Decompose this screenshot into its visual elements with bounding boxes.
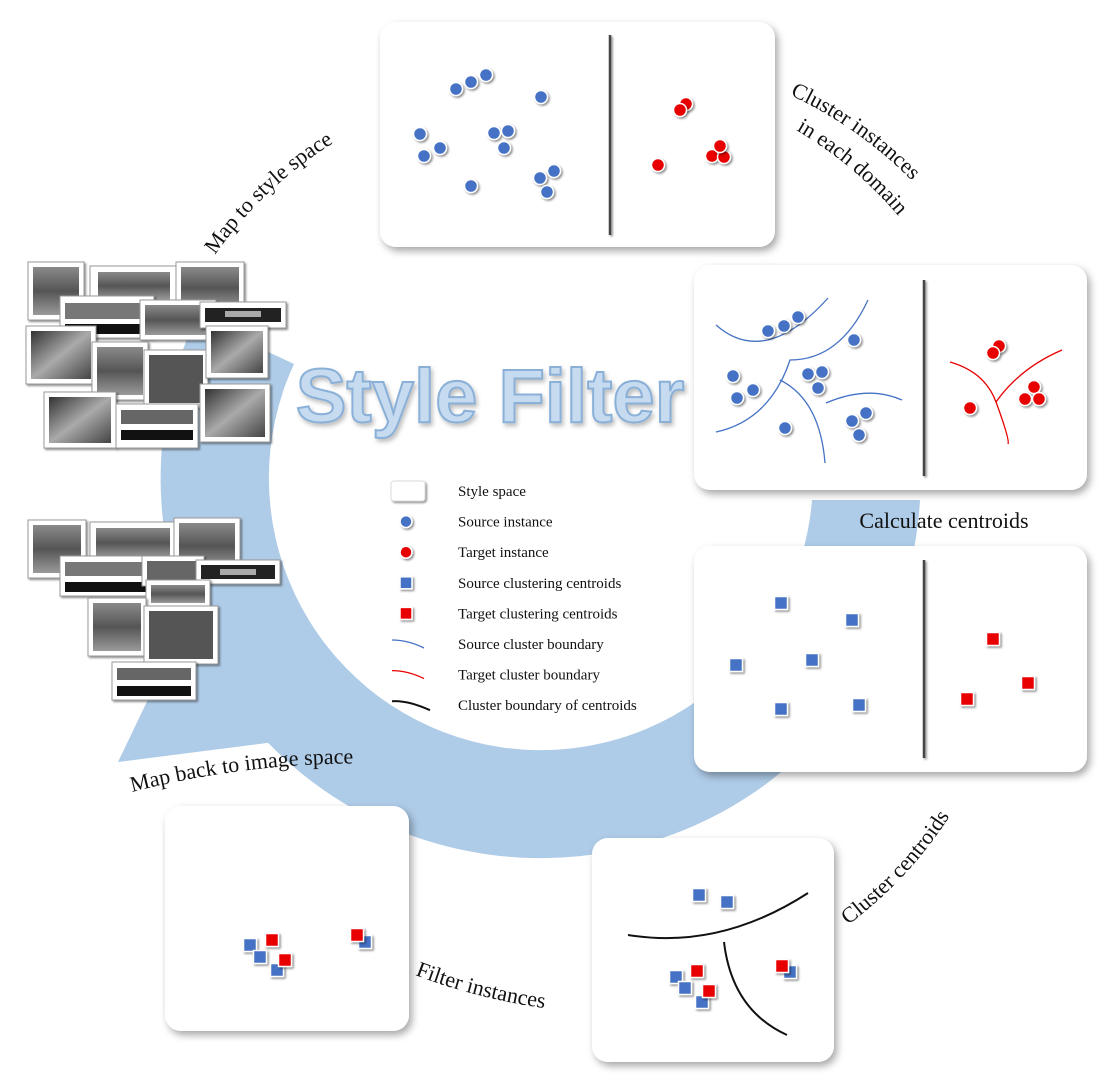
legend-label-source-boundary: Source cluster boundary [458,637,604,653]
target-instance-marker [985,345,1001,361]
source-cluster-boundary [779,379,826,464]
step-label-map-to-style: Map to style space [199,126,337,258]
target-centroid-marker [689,963,705,979]
source-centroid-marker [804,652,820,668]
target-cluster-boundary [995,349,1063,403]
legend-label-target-boundary: Target cluster boundary [458,668,600,684]
legend-label-target-centroid: Target clustering centroids [458,606,618,622]
target-centroid-marker [701,983,717,999]
image-cluster-input [25,261,287,449]
source-cluster-boundary [715,297,829,343]
source-instance-marker [416,148,432,164]
source-instance-marker [729,390,745,406]
source-centroid-marker [668,969,684,985]
source-instance-marker [486,125,502,141]
legend-swatch-source-centroid [399,576,413,590]
panel-cluster-boundaries [694,265,1087,490]
source-centroid-marker [773,701,789,717]
centroid-cluster-boundary [627,892,809,940]
source-instance-marker [790,309,806,325]
source-instance-marker [412,126,428,142]
legend-swatch-target-boundary [391,669,425,680]
target-centroid-marker [959,691,975,707]
legend-label-target-instance: Target instance [458,545,549,561]
target-centroid-marker [1020,675,1036,691]
source-centroid-marker [691,887,707,903]
legend-swatch-style-space [390,480,426,502]
target-instance-marker [672,102,688,118]
source-centroid-marker [773,595,789,611]
image-cluster-output [27,517,281,701]
source-instance-marker [546,163,562,179]
source-centroid-marker [728,657,744,673]
source-instance-marker [478,67,494,83]
legend-swatch-source-instance [399,514,413,529]
legend-label-style-space: Style space [458,484,526,500]
source-instance-marker [463,178,479,194]
target-instance-marker [1026,379,1042,395]
target-centroid-marker [277,952,293,968]
source-cluster-boundary [715,299,869,433]
source-instance-marker [846,332,862,348]
target-centroid-marker [774,958,790,974]
target-instance-marker [650,157,666,173]
source-instance-marker [745,382,761,398]
source-instance-marker [496,140,512,156]
source-instance-marker [777,420,793,436]
legend-label-source-instance: Source instance [458,515,553,531]
source-instance-marker [800,366,816,382]
source-instance-marker [858,405,874,421]
source-instance-marker [814,364,830,380]
source-instance-marker [432,140,448,156]
target-centroid-marker [985,631,1001,647]
source-instance-marker [500,123,516,139]
source-instance-marker [533,89,549,105]
target-instance-marker [1031,391,1047,407]
legend-swatch-source-boundary [391,639,425,649]
panel-filtered [165,806,409,1031]
source-instance-marker [776,318,792,334]
step-label-cluster-centroids: Cluster centroids [836,805,954,929]
panel-centroids [694,546,1087,772]
source-instance-marker [539,184,555,200]
source-instance-marker [725,368,741,384]
legend-swatch-target-instance [399,545,413,559]
legend-swatch-centroid-boundary [391,700,431,712]
source-instance-marker [851,427,867,443]
target-instance-marker [962,400,978,416]
step-label-filter-instances: Filter instances [413,956,547,1013]
source-instance-marker [810,380,826,396]
centroid-cluster-boundary [723,941,788,1036]
source-centroid-marker [719,894,735,910]
source-centroid-marker [844,612,860,628]
step-label-calculate-centroids: Calculate centroids [859,508,1028,533]
legend-label-source-centroid: Source clustering centroids [458,576,621,592]
source-centroid-marker [677,980,693,996]
source-instance-marker [463,74,479,90]
source-centroid-marker [252,949,268,965]
target-instance-marker [1017,391,1033,407]
legend-label-centroid-boundary: Cluster boundary of centroids [458,698,637,714]
diagram-title: Style Filter [296,354,685,439]
panel-cluster-instances [380,22,775,247]
target-instance-marker [712,138,728,154]
target-centroid-marker [349,927,365,943]
source-cluster-boundary [825,392,903,404]
source-instance-marker [532,170,548,186]
panel-cluster-centroids [592,838,834,1062]
legend-swatch-target-centroid [399,606,413,621]
source-instance-marker [844,413,860,429]
source-centroid-marker [242,937,258,953]
target-centroid-marker [264,932,280,948]
source-centroid-marker [851,697,867,713]
source-instance-marker [760,323,776,339]
source-instance-marker [448,81,464,97]
